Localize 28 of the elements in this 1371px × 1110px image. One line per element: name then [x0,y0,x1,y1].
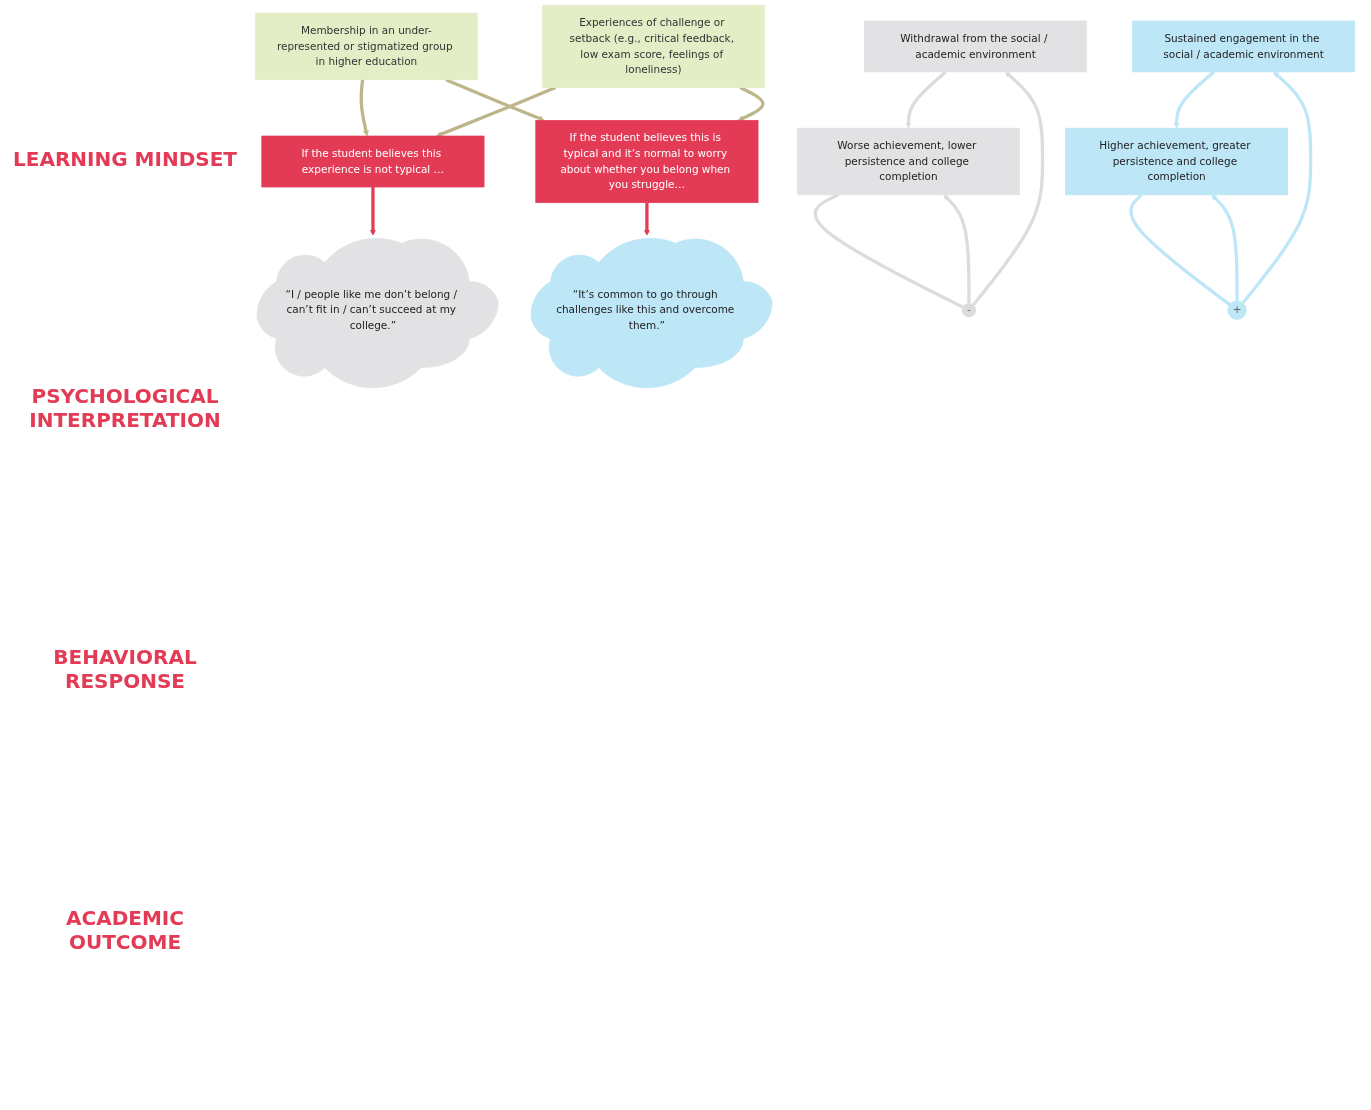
stage-label: PSYCHOLOGICAL INTERPRETATION [28,383,222,432]
stage-label: BEHAVIORAL RESPONSE [52,644,198,693]
node-box: If the student believes this experience is not typical … [261,135,485,188]
arrow [436,86,557,137]
arrow [943,194,971,304]
stage-label: ACADEMIC OUTCOME [65,905,185,954]
connector [813,193,964,309]
connector [1129,193,1231,306]
node-box: Withdrawal from the social / academic environment [864,20,1087,73]
arrow [359,79,369,137]
node-box: Experiences of challenge or setback (e.g., critical feedback, low exam score, feelings of loneliness) [541,4,765,88]
arrow [1211,194,1239,301]
node-circle: + [1227,300,1247,320]
arrow [1173,70,1215,129]
node-circle: - [961,303,977,318]
node-box: If the student believes this is typical and it’s normal to worry about whether you belong when you struggle… [535,120,759,204]
arrow [1241,71,1313,304]
node-box: Worse achievement, lower persistence and college completion [797,127,1020,196]
arrow [644,202,650,236]
node-box: Membership in an under-represented or stigmatized group in higher education [254,12,478,81]
node-box: Sustained engagement in the social / academic environment [1132,20,1356,73]
arrow [905,70,947,129]
arrow [737,86,765,121]
arrow [445,78,545,122]
arrow [971,71,1045,306]
arrow [370,187,376,236]
stage-label: LEARNING MINDSET [12,146,238,171]
node-box: Higher achievement, greater persistence and college completion [1065,127,1289,196]
